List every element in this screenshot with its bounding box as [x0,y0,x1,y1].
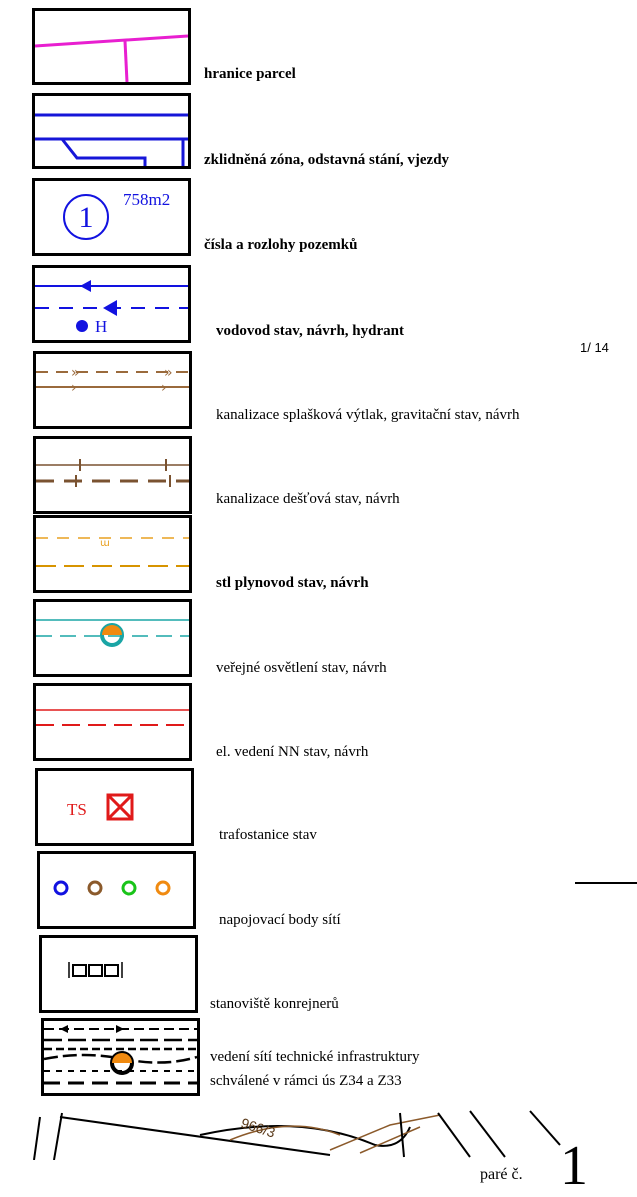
plot-area-text: 758m2 [123,190,170,209]
transformer-icon [106,793,134,821]
connection-point-sewer-icon [87,880,103,896]
legend-label-calm-zone: zklidněná zóna, odstavná stání, vjezdy [204,152,450,168]
legend-label-infrastructure-line2: schválené v rámci ús Z34 a Z33 [210,1073,402,1089]
plot-number-circle [63,194,109,240]
legend-symbol-parcel-boundary [32,8,191,85]
calm-zone-lines [35,113,188,166]
connection-point-water-icon [53,880,69,896]
connection-point-gas-icon [155,880,171,896]
legend-symbol-plot-numbers: 1 758m2 [32,178,191,256]
legend-symbol-water: H [32,265,191,343]
page-indicator: 1/ 14 [580,340,609,355]
svg-text:»: » [164,365,173,381]
legend-label-connection-points: napojovací body sítí [219,912,341,928]
legend-symbol-gas: ɯ [33,515,192,593]
legend-symbol-storm [33,436,192,514]
svg-text:›: › [71,380,77,396]
legend-label-infrastructure-line1: vedení sítí technické infrastruktury [210,1049,420,1065]
legend-symbol-connection-points [37,851,196,929]
svg-text:›: › [161,380,167,396]
svg-text:»: » [71,365,80,381]
legend-symbol-containers [39,935,198,1013]
legend-label-lighting: veřejné osvětlení stav, návrh [216,660,387,676]
legend-symbol-sewer: » » › › [33,351,192,429]
legend-label-containers: stanoviště konrejnerů [210,996,339,1012]
hydrant-icon [76,320,88,332]
legend-label-storm: kanalizace dešťová stav, návrh [216,491,400,507]
legend-symbol-lighting [33,599,192,677]
legend-symbol-infrastructure [41,1018,200,1096]
legend-label-transformer: trafostanice stav [219,827,317,843]
legend-label-water: vodovod stav, návrh, hydrant [216,323,404,339]
legend-label-sewer: kanalizace splašková výtlak, gravitační … [216,407,520,423]
legend-symbol-transformer: TS [35,768,194,846]
legend-symbol-power [33,683,192,761]
legend-label-power: el. vedení NN stav, návrh [216,744,369,760]
connection-point-green-icon [121,880,137,896]
plot-number-text: 1 [79,201,94,234]
pare-label: paré č. [480,1166,523,1183]
svg-text:ɯ: ɯ [100,538,110,549]
transformer-text: TS [67,800,87,819]
legend-symbol-calm-zone [32,93,191,169]
parcel-number-label: 966/3 [239,1115,277,1141]
map-edge-line [575,882,637,884]
legend-label-plot-numbers: čísla a rozlohy pozemků [204,237,358,253]
pare-number: 1 [560,1135,588,1197]
legend-label-gas: stl plynovod stav, návrh [216,575,369,591]
parcel-boundary-line [35,34,188,82]
hydrant-text: H [95,317,107,336]
legend-label-parcel-boundary: hranice parcel [204,66,296,82]
map-fragment: 966/3 [33,1110,561,1160]
container-icon [68,962,123,978]
